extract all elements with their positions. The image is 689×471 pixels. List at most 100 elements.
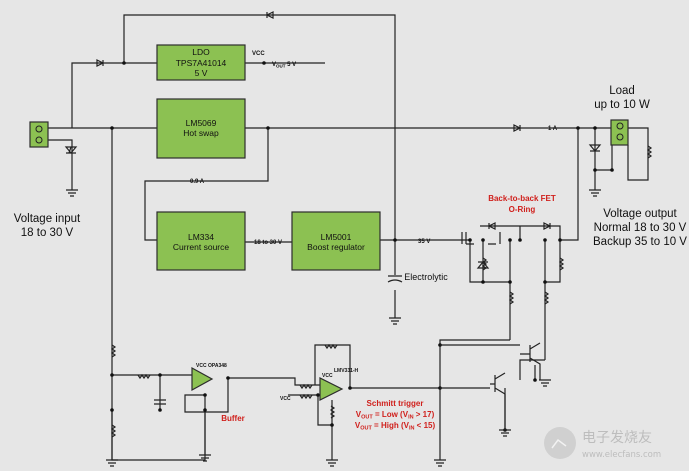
junction-dot [518, 238, 522, 242]
schmitt-label: Schmitt trigger [367, 399, 424, 408]
input-range: 18 to 30 V [21, 227, 74, 239]
resistor-icon [299, 383, 313, 390]
lmv-label: LMV331-H [334, 368, 359, 374]
oring-label: Back-to-back FET [488, 194, 556, 203]
resistor-icon [110, 344, 117, 358]
junction-dot [610, 168, 614, 172]
electrolytic-capacitor [387, 275, 403, 283]
junction-dot [508, 238, 512, 242]
junction-dots [110, 61, 614, 432]
junction-dot [558, 238, 562, 242]
input-title: Voltage input [14, 213, 81, 225]
capacitor [154, 399, 166, 405]
resistor-icon [137, 373, 151, 380]
output-backup: Backup 35 to 10 V [593, 236, 687, 248]
boost-label: Boost regulator [307, 242, 365, 252]
schmitt-low: VOUT = Low (VIN > 17) [356, 410, 435, 421]
diodes [64, 11, 602, 269]
hotswap-label: Hot swap [183, 128, 219, 138]
vout-label: VOUT 5 V [272, 62, 296, 69]
junction-dot [122, 61, 126, 65]
junction-dot [481, 238, 485, 242]
junction-dot [110, 408, 114, 412]
ground-icon [539, 379, 551, 387]
opa-label: OPA348 [208, 363, 227, 369]
resistors [110, 145, 653, 438]
diode-icon [476, 261, 490, 269]
grounds [66, 189, 601, 467]
watermark-logo: 电子发烧友 www.elecfans.com [544, 427, 661, 460]
current-source-part: LM334 [188, 232, 214, 242]
resistor-icon [110, 424, 117, 438]
junction-dot [348, 386, 352, 390]
load-rating: up to 10 W [594, 99, 650, 111]
junction-dot [576, 126, 580, 130]
output-title: Voltage output [603, 208, 677, 220]
ground-icon [434, 459, 446, 467]
ground-icon [589, 189, 601, 197]
diode-icon [513, 124, 522, 132]
resistor-icon [329, 405, 336, 419]
junction-dot [393, 238, 397, 242]
oring-label-2: O-Ring [509, 205, 536, 214]
junction-dot [110, 126, 114, 130]
transistors [440, 232, 541, 430]
resistor-icon [646, 145, 653, 159]
junction-dot [266, 126, 270, 130]
ground-icon [389, 317, 401, 325]
current-0.9a-label: 0.9 A [190, 179, 205, 185]
junction-dot [468, 238, 472, 242]
ground-icon [199, 454, 211, 462]
ground-icon [326, 459, 338, 467]
diode-icon [487, 222, 496, 230]
svg-text:电子发烧友: 电子发烧友 [582, 430, 652, 446]
tvs-diode-icon [588, 144, 602, 152]
boost-part: LM5001 [321, 232, 352, 242]
junction-dot [330, 423, 334, 427]
junction-dot [110, 373, 114, 377]
diode-icon [543, 222, 552, 230]
junction-dot [262, 61, 266, 65]
tvs-diode-icon [64, 146, 78, 154]
diode-icon [96, 59, 105, 67]
ldo-label: LDO [192, 47, 210, 57]
junction-dot [593, 168, 597, 172]
ground-icon [106, 459, 118, 467]
junction-dot [593, 126, 597, 130]
comparator-opamp [319, 377, 344, 401]
junction-dot [508, 280, 512, 284]
boost-output-voltage-label: 35 V [418, 239, 430, 245]
junction-dot [226, 376, 230, 380]
diode-icon [265, 11, 274, 19]
vcc-label-ldo: VCC [252, 51, 265, 57]
buffer-opamp [191, 366, 214, 392]
input-connector [29, 121, 49, 148]
load-title: Load [609, 85, 635, 97]
vcc-label-buffer: VCC [196, 363, 207, 369]
junction-dot [543, 280, 547, 284]
hotswap-part: LM5069 [186, 118, 217, 128]
electrolytic-label: Electrolytic [404, 272, 448, 282]
junction-dot [316, 393, 320, 397]
resistor-icon [543, 291, 550, 305]
resistor-icon [324, 343, 338, 350]
boost-input-voltage-label: 18 to 30 V [254, 240, 282, 246]
junction-dot [203, 408, 207, 412]
current-source-block: LM334 Current source [156, 211, 246, 271]
ldo-voltage: 5 V [195, 68, 208, 78]
junction-dot [481, 280, 485, 284]
svg-text:www.elecfans.com: www.elecfans.com [582, 450, 661, 460]
junction-dot [533, 378, 537, 382]
vcc-label-comparator: VCC [322, 373, 333, 379]
ground-icon [66, 189, 78, 197]
junction-dot [158, 408, 162, 412]
output-normal: Normal 18 to 30 V [594, 222, 687, 234]
resistor-icon [299, 393, 313, 400]
schmitt-high: VOUT = High (VIN < 15) [355, 421, 436, 432]
ldo-part: TPS7A41014 [176, 58, 227, 68]
junction-dot [203, 393, 207, 397]
resistor-icon [558, 257, 565, 271]
current-source-label: Current source [173, 242, 229, 252]
